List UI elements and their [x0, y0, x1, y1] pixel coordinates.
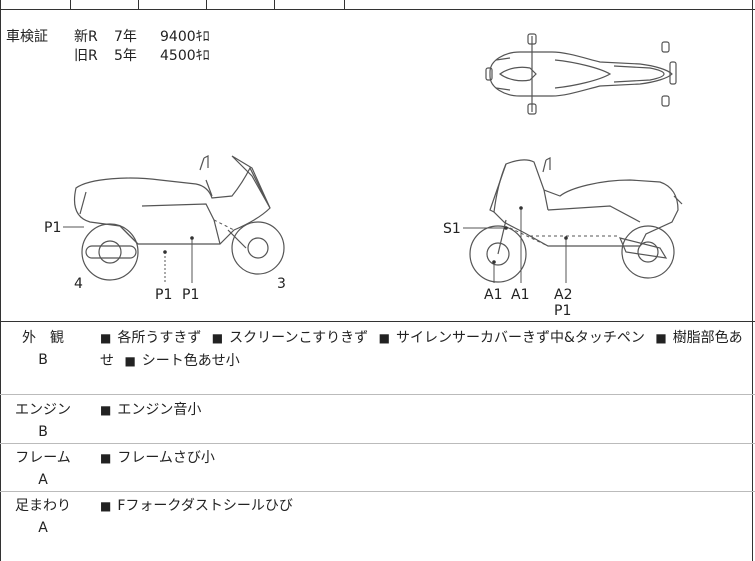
- scooter-left-view: [73, 155, 285, 281]
- note-item: フレームさび小: [117, 450, 215, 466]
- inspection-years: 5年: [114, 48, 137, 64]
- divider: [0, 443, 755, 444]
- label-p1-b: P1: [182, 287, 199, 303]
- category-name: エンジン: [15, 402, 71, 418]
- right-callouts: [463, 208, 620, 283]
- label-rear-number: 4: [74, 276, 83, 292]
- exterior-notes: ■各所うすきず ■スクリーンこすりきず ■サイレンサーカバーきず中&タッチペン …: [100, 327, 745, 373]
- note-item: Fフォークダストシールひび: [117, 498, 293, 514]
- inspection-era: 旧R: [74, 48, 98, 64]
- inspection-era: 新R: [74, 29, 98, 45]
- inspection-label: 車検証: [6, 29, 48, 45]
- bullet: ■: [124, 354, 136, 368]
- label-front-number: 3: [277, 276, 286, 292]
- header-cell: [0, 0, 71, 9]
- bullet: ■: [378, 331, 390, 345]
- right-dots: [492, 206, 568, 264]
- category-name: フレーム: [15, 450, 71, 466]
- note-item: サイレンサーカバーきず中&タッチペン: [395, 330, 645, 346]
- scooter-right-view: [469, 157, 683, 283]
- divider: [0, 491, 755, 492]
- scooter-top-view: [485, 33, 677, 115]
- bullet: ■: [100, 451, 112, 465]
- label-a1-a: A1: [484, 287, 502, 303]
- label-p1: P1: [554, 303, 571, 319]
- header-cell: [274, 0, 345, 9]
- suspension-category: 足まわり A: [0, 495, 86, 539]
- damage-diagram: P1 4 P1 P1 3 S1 A1 A1 A2 P1: [44, 33, 683, 319]
- exterior-category: 外 観 B: [0, 327, 86, 371]
- bullet: ■: [100, 499, 112, 513]
- inspection-years: 7年: [114, 29, 137, 45]
- divider: [0, 394, 755, 395]
- note-item: 樹脂部色あせ: [100, 330, 743, 369]
- header-cell: [70, 0, 139, 9]
- frame-notes: ■ フレームさび小: [100, 447, 745, 470]
- header-strip: [0, 0, 755, 10]
- category-grade: B: [38, 352, 48, 368]
- bullet: ■: [100, 331, 112, 345]
- bullet: ■: [655, 331, 667, 345]
- header-cell: [138, 0, 207, 9]
- inspection-km: 9400ｷﾛ: [160, 29, 210, 45]
- label-p1-a: P1: [155, 287, 172, 303]
- left-dots: [163, 236, 194, 254]
- engine-notes: ■ エンジン音小: [100, 399, 745, 422]
- suspension-notes: ■ Fフォークダストシールひび: [100, 495, 745, 518]
- bullet: ■: [100, 403, 112, 417]
- category-grade: A: [38, 472, 48, 488]
- note-item: スクリーンこすりきず: [229, 330, 369, 346]
- frame-category: フレーム A: [0, 447, 86, 491]
- category-grade: B: [38, 424, 48, 440]
- note-item: エンジン音小: [117, 402, 202, 418]
- inspection-km: 4500ｷﾛ: [160, 48, 210, 64]
- engine-category: エンジン B: [0, 399, 86, 443]
- label-p1-front: P1: [44, 220, 61, 236]
- category-grade: A: [38, 520, 48, 536]
- category-name: 足まわり: [15, 498, 71, 514]
- label-a1-b: A1: [511, 287, 529, 303]
- label-a2: A2: [554, 287, 572, 303]
- divider: [0, 9, 755, 10]
- bullet: ■: [211, 331, 224, 345]
- inspection-row: 新R 7年 9400ｷﾛ: [74, 28, 210, 47]
- category-name: 外 観: [22, 330, 64, 346]
- header-cell: [206, 0, 275, 9]
- note-item: 各所うすきず: [117, 330, 202, 346]
- left-callouts: [63, 219, 235, 283]
- note-item: シート色あせ小: [141, 353, 240, 369]
- label-s1: S1: [443, 221, 461, 237]
- divider: [0, 321, 755, 322]
- inspection-row: 旧R 5年 4500ｷﾛ: [74, 47, 210, 66]
